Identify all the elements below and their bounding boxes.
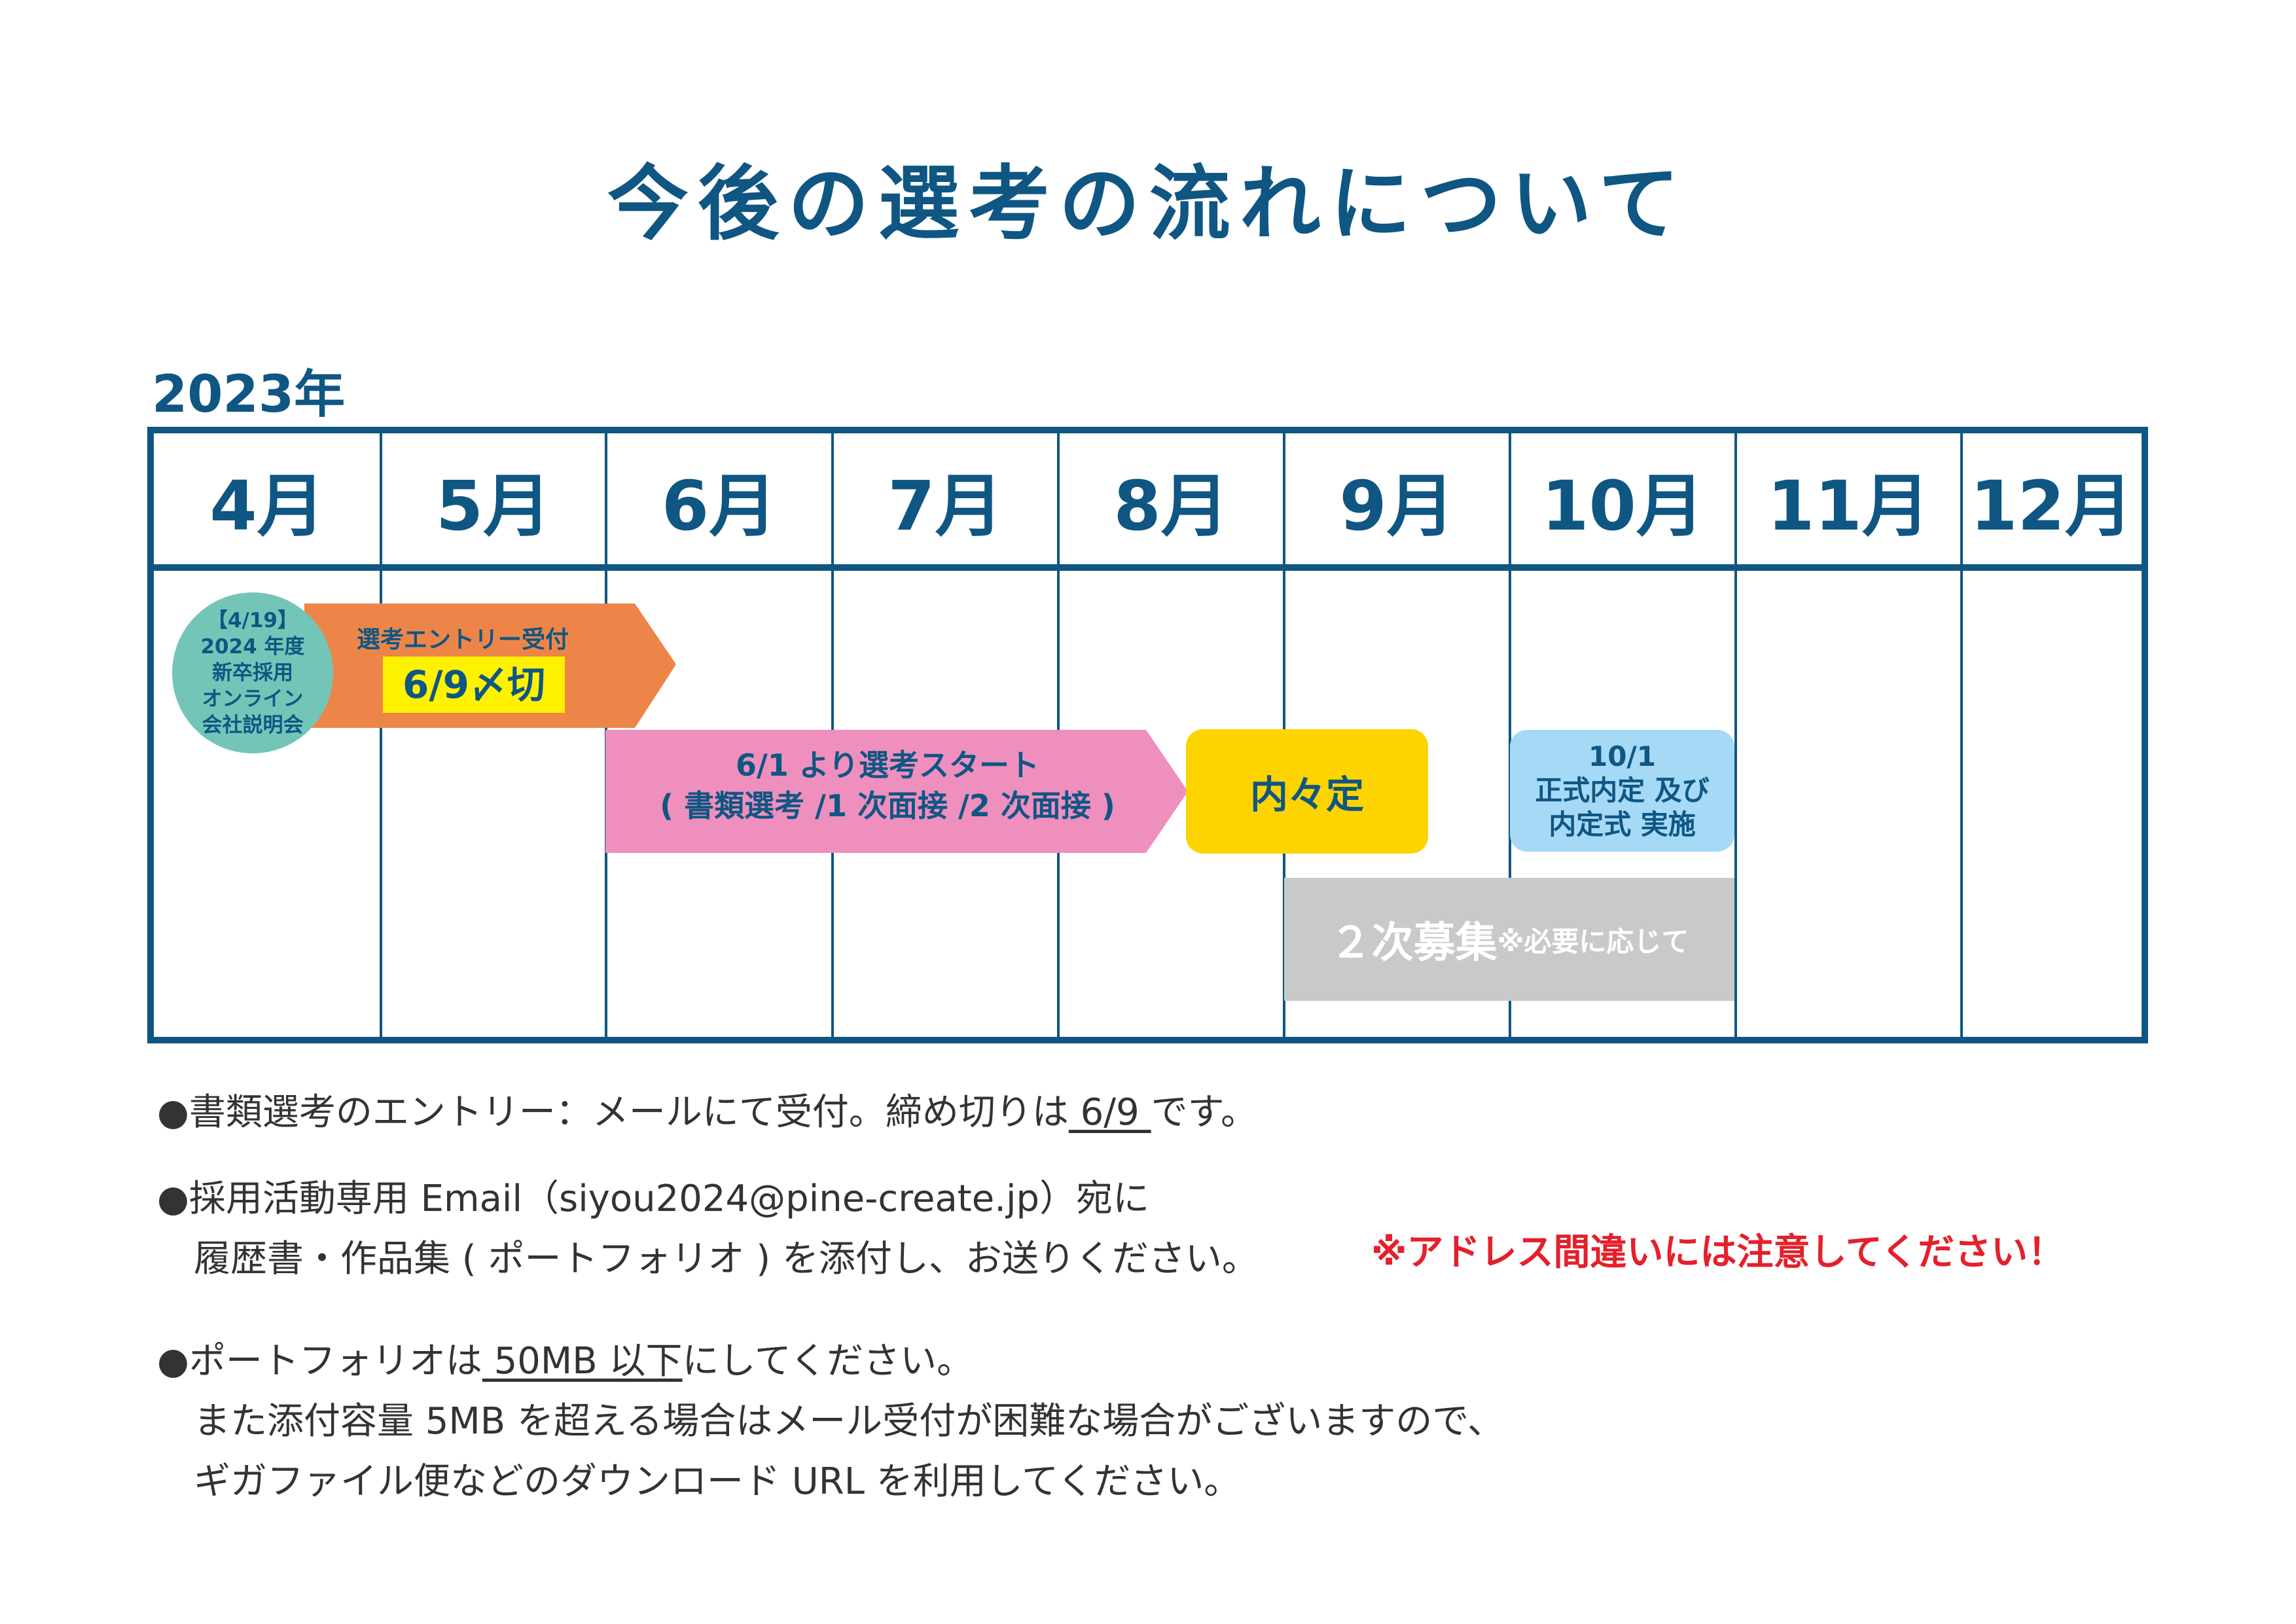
selection-start-label: 6/1 より選考スタート ( 書類選考 /1 次面接 /2 次面接 ): [605, 745, 1170, 826]
note-portfolio-line2: また添付容量 5MB を超える場合はメール受付が困難な場合がございますので、: [157, 1400, 1505, 1443]
schedule-calendar: 4月 5月 6月 7月 8月 9月 10月 11月 12月: [147, 427, 2148, 1043]
info-session-badge: 【4/19】 2024 年度 新卒採用 オンライン 会社説明会: [172, 592, 333, 753]
note-email-line2: 履歴書・作品集 ( ポートフォリオ ) を添付し、お送りください。: [157, 1238, 1259, 1280]
offer-date: 10/1: [1588, 740, 1656, 772]
month-label-oct: 10月: [1541, 466, 1704, 546]
note-portfolio-pre: ●ポートフォリオは: [157, 1340, 482, 1382]
note-portfolio-line3: ギガファイル便などのダウンロード URL を利用してください。: [157, 1460, 1241, 1503]
formal-offer-box: 10/1 正式内定 及び 内定式 実施: [1510, 730, 1734, 852]
month-label-jul: 7月: [888, 466, 1003, 546]
address-warning: ※アドレス間違いには注意してください！: [1371, 1231, 2065, 1274]
note-portfolio-limit: 50MB 以下: [482, 1340, 683, 1382]
note-entry-end: です。: [1151, 1091, 1258, 1134]
month-label-may: 5月: [435, 466, 552, 546]
month-label-nov: 11月: [1767, 466, 1930, 546]
note-entry-text: ●書類選考のエントリー：メールにて受付。締め切りは: [157, 1091, 1069, 1134]
entry-label: 選考エントリー受付: [357, 626, 569, 653]
naitei-box: 内々定: [1186, 729, 1428, 854]
note-entry: ●書類選考のエントリー：メールにて受付。締め切りは 6/9 です。: [157, 1083, 1257, 1143]
month-label-sep: 9月: [1339, 466, 1455, 546]
page-title: 今後の選考の流れについて: [607, 157, 1689, 251]
year-label: 2023年: [152, 365, 346, 424]
info-session-date: 【4/19】: [207, 609, 298, 632]
entry-deadline: 6/9〆切: [383, 657, 565, 713]
second-round-label: ２次募集: [1329, 919, 1498, 967]
note-email-line1: ●採用活動専用 Email（siyou2024@pine-create.jp）宛…: [157, 1178, 1150, 1220]
selection-line2: ( 書類選考 /1 次面接 /2 次面接 ): [660, 788, 1115, 823]
note-email: ●採用活動専用 Email（siyou2024@pine-create.jp）宛…: [157, 1169, 1259, 1290]
second-round-note: ※必要に応じて: [1497, 925, 1689, 958]
note-entry-deadline: 6/9: [1068, 1091, 1151, 1134]
offer-line: 内定式 実施: [1549, 808, 1696, 840]
selection-arrow: [605, 730, 1188, 853]
info-session-line: 新卒採用: [212, 661, 293, 685]
offer-line: 正式内定 及び: [1535, 774, 1710, 806]
month-label-dec: 12月: [1970, 466, 2133, 546]
selection-line1: 6/1 より選考スタート: [736, 748, 1039, 783]
month-label-jun: 6月: [661, 466, 778, 546]
note-portfolio: ●ポートフォリオは 50MB 以下にしてください。 また添付容量 5MB を超え…: [157, 1331, 1504, 1512]
info-session-line: 2024 年度: [200, 635, 305, 659]
month-label-apr: 4月: [209, 466, 325, 546]
info-session-line: オンライン: [202, 687, 304, 711]
month-label-aug: 8月: [1113, 466, 1229, 546]
note-portfolio-post: にしてください。: [682, 1340, 974, 1382]
info-session-line: 会社説明会: [202, 713, 304, 737]
second-round-box: ２次募集※必要に応じて: [1284, 878, 1734, 1001]
